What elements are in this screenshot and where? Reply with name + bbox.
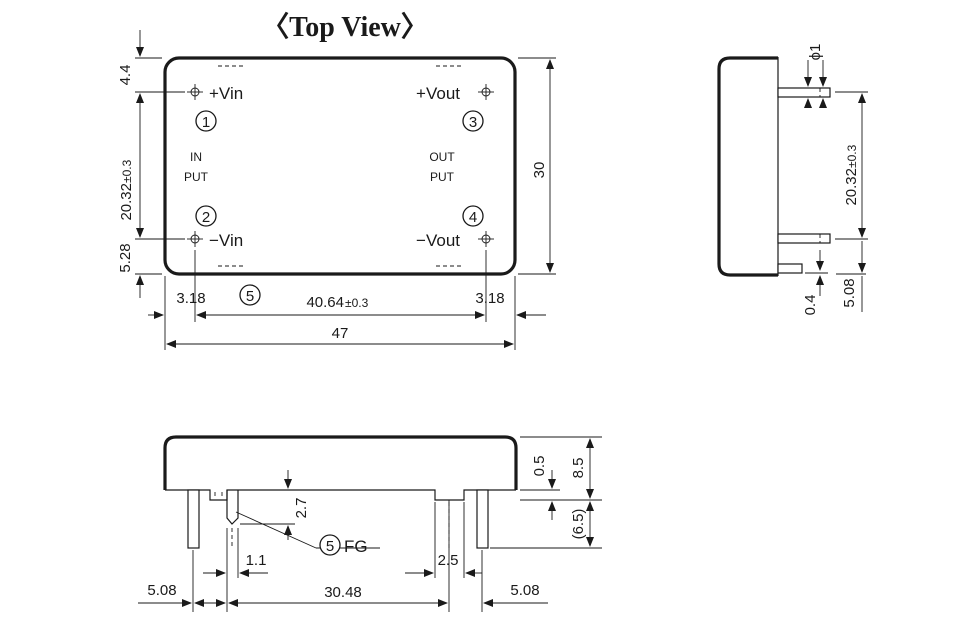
- pin-number-4: 4: [469, 209, 477, 226]
- dim-tol-side: ±0.3: [845, 144, 859, 168]
- module-outline-front: [163, 435, 518, 490]
- dim-5-08-side: 5.08: [841, 278, 858, 307]
- pin-marker-2: [187, 231, 203, 247]
- front-pin-left: [187, 489, 200, 549]
- output-label-line2: PUT: [430, 170, 455, 184]
- pin-number-5: 5: [246, 288, 254, 305]
- input-label-line1: IN: [190, 150, 202, 164]
- fg-pin-number: 5: [326, 538, 334, 555]
- dim-5-08-left: 5.08: [147, 582, 176, 599]
- dim-3-18-right: 3.18: [475, 290, 504, 307]
- front-pin-right: [476, 489, 489, 549]
- module-outline-top: [163, 56, 517, 276]
- label-vin-plus: +Vin: [209, 84, 243, 103]
- dim-1-1: 1.1: [246, 552, 267, 569]
- dim-20-32-left: 20.32: [118, 183, 135, 221]
- dim-5-08-right: 5.08: [510, 582, 539, 599]
- fg-label: FG: [344, 537, 368, 556]
- dim-40-64: 40.64: [306, 294, 344, 311]
- pin-number-3: 3: [469, 114, 477, 131]
- pin-marker-1: [187, 84, 203, 100]
- dim-3-18-left: 3.18: [176, 290, 205, 307]
- dim-30: 30: [531, 162, 548, 179]
- label-vout-plus: +Vout: [416, 84, 460, 103]
- dim-tol-bottom: ±0.3: [345, 296, 369, 310]
- dim-2-5: 2.5: [438, 552, 459, 569]
- dim-8-5: 8.5: [570, 458, 587, 479]
- front-view: 0.5 8.5 (6.5) 2.7 5 FG 1.1 2.5: [138, 435, 602, 612]
- pin-number-1: 1: [202, 114, 210, 131]
- dim-47: 47: [332, 325, 349, 342]
- dim-6-5: (6.5): [570, 509, 587, 540]
- module-outline-side: [717, 56, 778, 277]
- top-view-title: 〈Top View〉: [261, 11, 429, 43]
- dim-20-32-side: 20.32: [843, 168, 860, 206]
- output-label-line1: OUT: [429, 150, 455, 164]
- dim-tol-left: ±0.3: [120, 159, 134, 183]
- dim-phi-1: ϕ1: [807, 44, 824, 61]
- dim-0-4: 0.4: [802, 295, 819, 316]
- dim-30-48: 30.48: [324, 584, 362, 601]
- pin-number-2: 2: [202, 209, 210, 226]
- dim-2-7: 2.7: [293, 498, 310, 519]
- dim-4-4: 4.4: [117, 65, 134, 86]
- dim-0-5: 0.5: [531, 456, 548, 477]
- top-view: +Vin −Vin +Vout −Vout 1 2 3 4 5 IN PUT O…: [117, 30, 556, 350]
- side-view: ϕ1 20.32 ±0.3 0.4 5.08: [717, 44, 868, 316]
- label-vout-minus: −Vout: [416, 231, 460, 250]
- dim-5-28: 5.28: [117, 243, 134, 272]
- input-label-line2: PUT: [184, 170, 209, 184]
- label-vin-minus: −Vin: [209, 231, 243, 250]
- pin-marker-4: [478, 231, 494, 247]
- pin-marker-3: [478, 84, 494, 100]
- fg-pin: [226, 490, 239, 525]
